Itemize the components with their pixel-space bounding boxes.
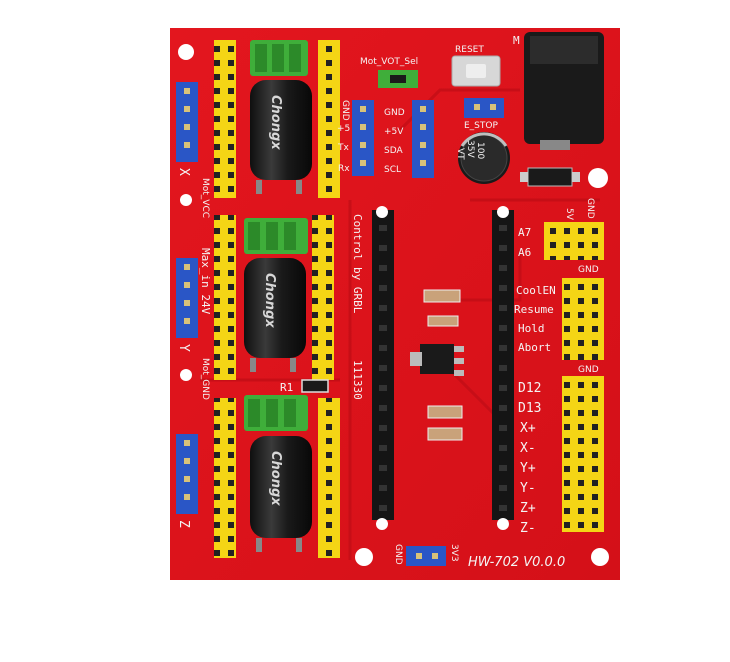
mount-hole-tr (588, 168, 608, 188)
control-pin-coolen: CoolEN (516, 284, 556, 297)
serial-pin-rx: Rx (338, 164, 350, 174)
limit-pin-zplus: Z+ (520, 501, 536, 516)
v33-jumper (406, 546, 446, 566)
cap-value-35v: 35V (465, 140, 475, 158)
axis-y-header (176, 258, 198, 338)
cap-mark-y: Chongx (262, 273, 277, 328)
cap-value-100: 100 (475, 142, 485, 159)
limit-pin-zminus: Z- (520, 521, 536, 536)
r1-label: R1 (280, 381, 293, 394)
control-header (562, 278, 604, 360)
gnd-mid-label: GND (578, 265, 599, 275)
mot-vot-sel-label: Mot_VOT_Sel (360, 57, 418, 67)
i2c-header (412, 100, 434, 178)
limit-pin-yminus: Y- (520, 481, 536, 496)
analog-header (544, 222, 604, 260)
e-stop-jumper (464, 98, 504, 118)
e-stop-label: E_STOP (464, 121, 498, 131)
limit-pin-xminus: X- (520, 441, 536, 456)
limit-pin-yplus: Y+ (520, 461, 536, 476)
analog-a6-label: A6 (518, 246, 531, 259)
serial-pin-tx: Tx (337, 143, 349, 153)
v33-label: 3V3 (449, 544, 459, 562)
i2c-pin-5v: +5V (384, 127, 404, 137)
via-left-1 (180, 194, 192, 206)
r1-resistor (301, 379, 329, 393)
control-pin-abort: Abort (518, 341, 551, 354)
control-by-grbl-label: Control by GRBL (351, 214, 364, 314)
m-corner-label: M (513, 34, 520, 47)
i2c-pin-sda: SDA (384, 146, 403, 156)
mot-gnd-label: Mot_GND (200, 358, 210, 400)
serial-header (352, 100, 374, 176)
serial-pin-gnd: GND (340, 100, 350, 121)
control-pin-resume: Resume (514, 303, 554, 316)
axis-y-label: Y (176, 344, 191, 352)
analog-gnd-label: GND (585, 198, 595, 219)
analog-5v-label: 5V (564, 208, 574, 221)
diode (527, 167, 573, 187)
mount-hole-tl (178, 44, 194, 60)
limit-header (562, 376, 604, 532)
analog-a7-label: A7 (518, 226, 531, 239)
gnd-low-label: GND (578, 365, 599, 375)
version-code-label: 111330 (351, 360, 364, 400)
limit-pin-d12: D12 (518, 381, 541, 396)
axis-z-header (176, 434, 198, 514)
axis-z-label: Z (176, 520, 191, 528)
cap-mark-z: Chongx (268, 451, 283, 506)
max-in-label: Max_in 24V (199, 248, 212, 315)
cap-value-vt: VT (455, 148, 465, 160)
i2c-pin-scl: SCL (384, 165, 401, 175)
driver-slot-x (214, 40, 340, 198)
serial-pin-5v: +5 (337, 124, 350, 134)
gnd-bottom-label: GND (393, 544, 403, 565)
socket-holes (379, 225, 507, 511)
driver-slot-y (214, 215, 334, 380)
control-pin-hold: Hold (518, 322, 545, 335)
driver-slot-z (214, 395, 340, 558)
mount-hole-bl (355, 548, 373, 566)
cap-mark-x: Chongx (268, 95, 283, 150)
axis-x-header (176, 82, 198, 162)
axis-x-label: X (176, 168, 191, 176)
via-left-2 (180, 369, 192, 381)
mount-hole-br (591, 548, 609, 566)
limit-pin-xplus: X+ (520, 421, 536, 436)
mot-vcc-label: Mot_VCC (200, 178, 210, 218)
smd-components (410, 289, 464, 441)
limit-pin-d13: D13 (518, 401, 541, 416)
board-model-label: HW-702 V0.0.0 (468, 555, 565, 570)
reset-label: RESET (455, 45, 484, 55)
i2c-pin-gnd: GND (384, 108, 405, 118)
